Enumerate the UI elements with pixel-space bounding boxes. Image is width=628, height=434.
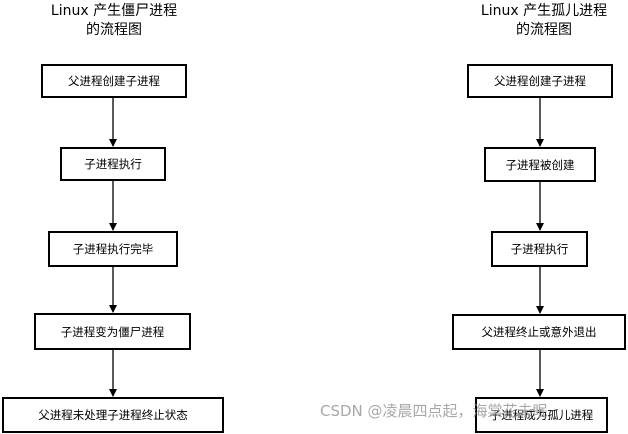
- right-title-line2: 的流程图: [516, 22, 572, 38]
- right-step-2: 子进程被创建: [484, 147, 596, 182]
- left-title-line1: Linux 产生僵尸进程: [50, 3, 178, 19]
- right-step-4: 父进程终止或意外退出: [452, 314, 626, 350]
- csdn-watermark: CSDN @凌晨四点起，海棠花未眠: [320, 402, 548, 420]
- left-step-1: 父进程创建子进程: [41, 64, 187, 98]
- right-step-5: 子进程成为孤儿进程: [475, 397, 608, 433]
- left-step-3: 子进程执行完毕: [48, 231, 178, 267]
- right-step-3: 子进程执行: [491, 231, 588, 267]
- right-step-1: 父进程创建子进程: [467, 64, 613, 98]
- left-title-line2: 的流程图: [86, 22, 142, 38]
- left-title: Linux 产生僵尸进程 的流程图: [34, 2, 194, 40]
- right-title-line1: Linux 产生孤儿进程: [480, 3, 608, 19]
- left-step-2: 子进程执行: [60, 147, 166, 181]
- right-title: Linux 产生孤儿进程 的流程图: [464, 2, 624, 40]
- left-step-4: 子进程变为僵尸进程: [34, 313, 191, 350]
- left-step-5: 父进程未处理子进程终止状态: [2, 397, 224, 433]
